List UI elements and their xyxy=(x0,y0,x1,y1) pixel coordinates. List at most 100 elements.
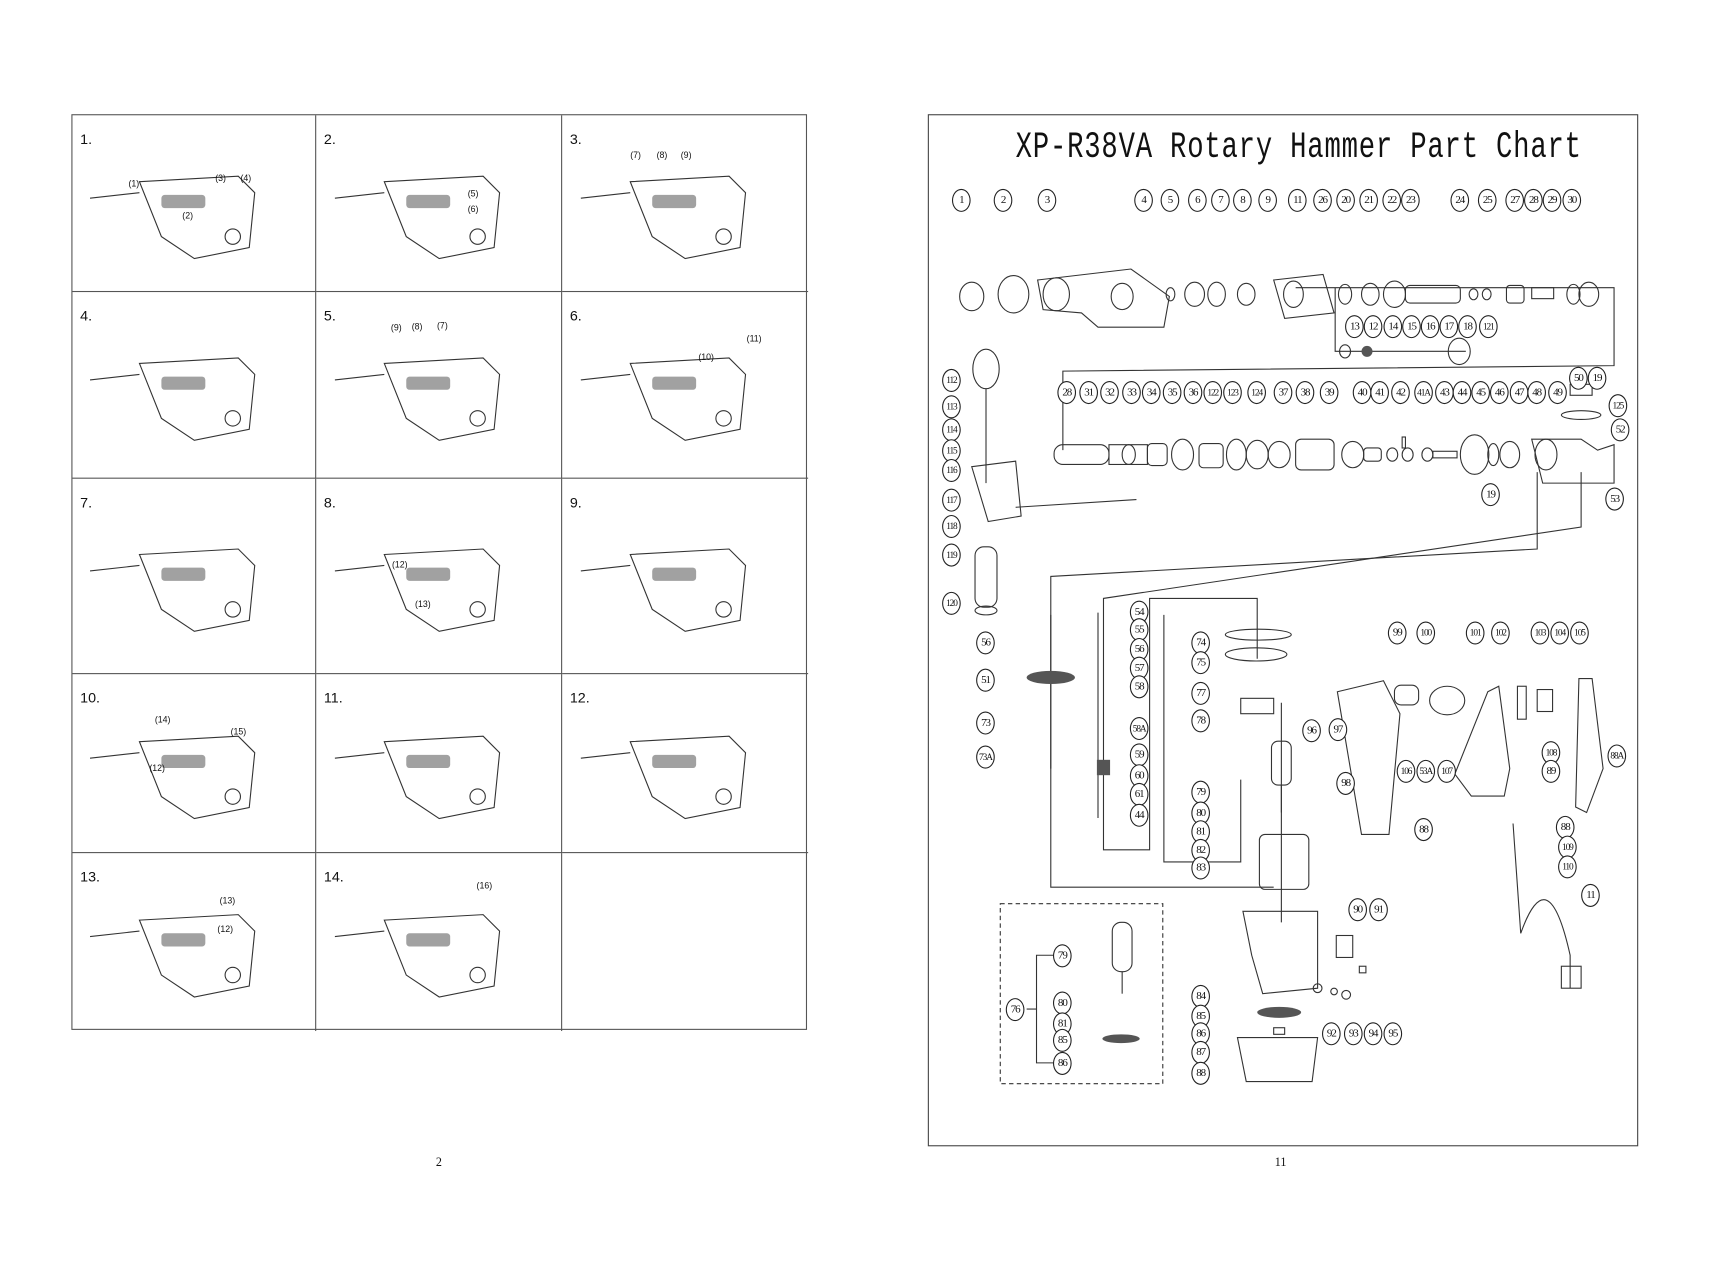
part-number-label: 96 xyxy=(1302,719,1321,743)
instruction-cell: 2.(5)(6) xyxy=(316,115,563,293)
step-number: 14. xyxy=(323,868,344,885)
step-number: 1. xyxy=(80,130,93,148)
instruction-cell: 5.(9)(8)(7) xyxy=(316,292,563,479)
part-number-label: 57 xyxy=(1129,656,1149,680)
part-number-label: 79 xyxy=(1191,780,1210,804)
callout-label: (8) xyxy=(656,150,668,161)
part-number-label: 97 xyxy=(1328,718,1348,742)
part-number-label: 43 xyxy=(1435,381,1454,405)
part-number-label: 45 xyxy=(1471,381,1490,405)
part-number-label: 7 xyxy=(1211,188,1230,212)
instruction-cell: 4. xyxy=(72,292,317,479)
instruction-cell: 12. xyxy=(562,674,809,854)
part-number-label: 117 xyxy=(942,488,961,512)
part-number-label: 92 xyxy=(1321,1022,1341,1046)
part-number-label: 15 xyxy=(1402,315,1421,339)
callout-label: (7) xyxy=(437,320,448,331)
part-number-label: 39 xyxy=(1319,381,1339,405)
part-number-label: 42 xyxy=(1391,381,1410,405)
instruction-cell: 10.(14)(15)(12) xyxy=(72,674,317,854)
part-number-label: 18 xyxy=(1458,315,1477,339)
part-number-label: 28 xyxy=(1057,381,1077,405)
part-number-label: 51 xyxy=(976,668,995,692)
part-number-label: 33 xyxy=(1122,381,1141,405)
part-number-label: 100 xyxy=(1416,621,1436,645)
part-number-label: 1 xyxy=(951,188,971,212)
step-illustration xyxy=(334,914,501,998)
step-illustration xyxy=(580,735,747,820)
callout-label: (8) xyxy=(411,321,423,332)
callout-label: (13) xyxy=(219,895,236,906)
part-number-label: 79 xyxy=(1052,944,1072,968)
part-number-label: 50 xyxy=(1569,366,1588,390)
part-number-label: 119 xyxy=(942,543,961,567)
instruction-cell: 6.(11)(10) xyxy=(562,292,809,479)
part-number-label: 114 xyxy=(942,418,961,442)
step-number: 10. xyxy=(80,689,101,707)
step-illustration xyxy=(580,357,747,441)
part-number-label: 30 xyxy=(1562,188,1582,212)
part-number-label: 38 xyxy=(1295,381,1315,405)
callout-label: (12) xyxy=(149,763,165,773)
part-number-label: 98 xyxy=(1336,771,1355,795)
callout-label: (5) xyxy=(467,188,479,199)
callout-label: (12) xyxy=(217,924,234,935)
step-illustration xyxy=(89,735,256,820)
callout-label: (3) xyxy=(215,173,226,184)
part-number-label: 120 xyxy=(942,591,961,615)
callout-label: (11) xyxy=(746,333,762,344)
part-number-label: 56 xyxy=(976,631,995,655)
part-number-label: 53A xyxy=(1416,759,1436,783)
callout-label: (9) xyxy=(390,322,402,333)
part-number-label: 88 xyxy=(1414,818,1433,842)
step-number: 7. xyxy=(80,494,93,511)
part-chart-frame xyxy=(927,114,1639,1147)
part-number-label: 36 xyxy=(1183,381,1203,405)
part-number-label: 31 xyxy=(1079,381,1098,405)
part-number-label: 41A xyxy=(1414,381,1433,405)
part-number-label: 32 xyxy=(1100,381,1119,405)
part-number-label: 125 xyxy=(1608,394,1628,418)
part-number-label: 95 xyxy=(1383,1022,1403,1046)
part-number-label: 107 xyxy=(1437,759,1456,783)
part-number-label: 90 xyxy=(1348,898,1368,922)
part-number-label: 11 xyxy=(1581,883,1600,907)
part-number-label: 47 xyxy=(1509,381,1529,405)
part-number-label: 113 xyxy=(942,395,961,419)
part-number-label: 37 xyxy=(1273,381,1293,405)
part-number-label: 103 xyxy=(1530,621,1550,645)
part-number-label: 112 xyxy=(942,368,961,392)
callout-label: (16) xyxy=(476,880,493,891)
part-number-label: 106 xyxy=(1396,759,1416,783)
part-number-label: 85 xyxy=(1052,1028,1072,1052)
part-number-label: 2 xyxy=(993,188,1013,212)
part-number-label: 44 xyxy=(1452,381,1472,405)
part-number-label: 48 xyxy=(1527,381,1546,405)
instruction-cell: 1.(1)(2)(3)(4) xyxy=(72,115,317,293)
part-number-label: 76 xyxy=(1005,998,1025,1022)
part-number-label: 13 xyxy=(1345,315,1364,339)
part-number-label: 60 xyxy=(1129,764,1149,788)
part-number-label: 99 xyxy=(1387,621,1407,645)
step-illustration xyxy=(89,175,256,260)
part-number-label: 118 xyxy=(942,514,961,539)
step-illustration xyxy=(334,548,501,632)
callout-label: (13) xyxy=(415,599,431,610)
part-number-label: 91 xyxy=(1369,898,1388,922)
part-number-label: 101 xyxy=(1465,621,1485,645)
instruction-cell: 14. (16) xyxy=(316,853,563,1032)
part-number-label: 6 xyxy=(1188,188,1207,212)
part-number-label: 29 xyxy=(1542,188,1562,212)
part-number-label: 44 xyxy=(1129,803,1149,827)
part-number-label: 52 xyxy=(1610,418,1630,442)
part-number-label: 34 xyxy=(1141,381,1161,405)
step-illustration xyxy=(89,357,256,441)
part-number-label: 26 xyxy=(1313,188,1332,212)
part-number-label: 104 xyxy=(1550,621,1570,645)
part-number-label: 61 xyxy=(1129,782,1149,806)
part-number-label: 5 xyxy=(1160,188,1180,212)
part-number-label: 73 xyxy=(976,711,995,735)
part-number-label: 46 xyxy=(1489,381,1509,405)
part-number-label: 21 xyxy=(1359,188,1378,212)
